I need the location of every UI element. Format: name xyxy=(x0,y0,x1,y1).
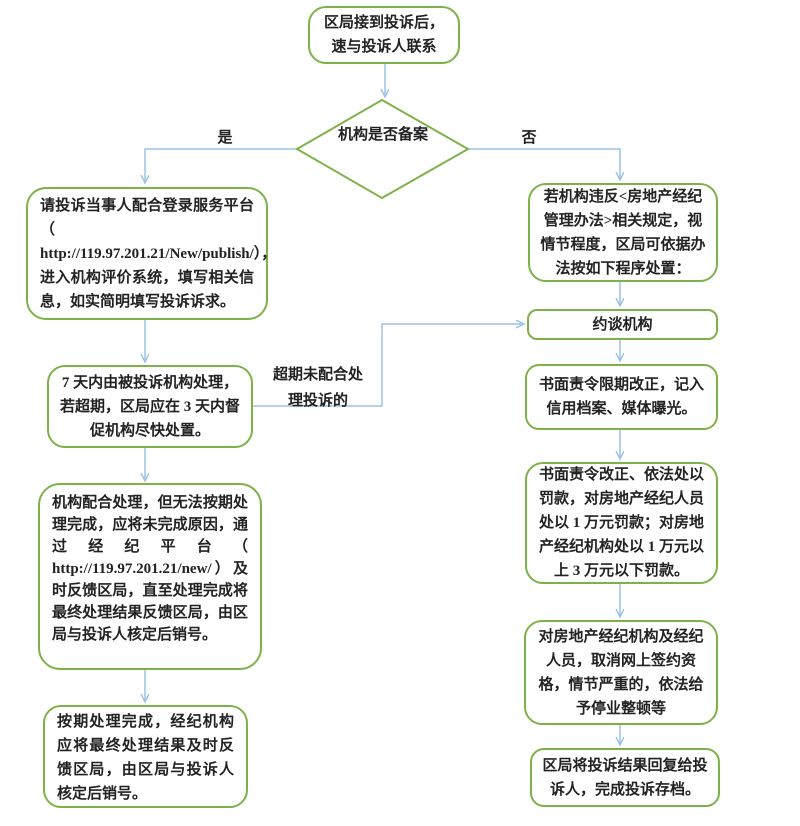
edge-decision-yes xyxy=(145,148,297,182)
node-interview: 约谈机构 xyxy=(527,309,718,340)
edge-label-overdue: 超期未配合处理投诉的 xyxy=(272,367,363,409)
node-violation-text: 若机构违反<房地产经纪管理办法>相关规定，视情节程度，区局可依据办法按如下程序处… xyxy=(540,188,706,277)
node-decision: 机构是否备案 xyxy=(337,127,428,143)
edge-label-yes: 是 xyxy=(217,130,233,146)
edge-decision-no xyxy=(468,148,620,179)
node-fine: 书面责令改正、依法处以罚款，对房地产经纪人员处以 1 万元罚款；对房地产经纪机构… xyxy=(525,462,718,584)
node-seven-days-text: 7 天内由被投诉机构处理，若超期，区局应在 3 天内督促机构尽快处置。 xyxy=(59,374,240,439)
decision-diamond-shape xyxy=(294,98,471,200)
node-violation: 若机构违反<房地产经纪管理办法>相关规定，视情节程度，区局可依据办法按如下程序处… xyxy=(528,183,718,282)
node-start-text: 区局接到投诉后，速与投诉人联系 xyxy=(323,15,444,55)
node-login-platform: 请投诉当事人配合登录服务平台（ http://119.97.201.21/New… xyxy=(26,187,276,320)
node-on-time-done: 按期处理完成，经纪机构应将最终处理结果及时反馈区局，由区局与投诉人核定后销号。 xyxy=(43,705,248,808)
node-archive-text: 区局将投诉结果回复给投诉人，完成投诉存档。 xyxy=(542,757,708,798)
node-cancel-qualification: 对房地产经纪机构及经纪人员，取消网上签约资格，情节严重的，依法给予停业整顿等 xyxy=(524,620,718,725)
node-cancel-qualification-text: 对房地产经纪机构及经纪人员，取消网上签约资格，情节严重的，依法给予停业整顿等 xyxy=(538,628,704,717)
node-written-order: 书面责令限期改正，记入信用档案、媒体曝光。 xyxy=(525,364,718,430)
edge-label-no: 否 xyxy=(521,130,537,146)
edge-overdue-to-interview xyxy=(253,324,523,407)
node-cooperate-delay: 机构配合处理，但无法按期处理完成，应将未完成原因，通过经纪平台（ http://… xyxy=(38,483,262,670)
node-seven-days: 7 天内由被投诉机构处理，若超期，区局应在 3 天内督促机构尽快处置。 xyxy=(47,365,253,448)
node-archive: 区局将投诉结果回复给投诉人，完成投诉存档。 xyxy=(530,748,720,807)
node-written-order-text: 书面责令限期改正，记入信用档案、媒体曝光。 xyxy=(538,377,704,417)
node-fine-text: 书面责令改正、依法处以罚款，对房地产经纪人员处以 1 万元罚款；对房地产经纪机构… xyxy=(538,467,704,579)
node-start: 区局接到投诉后，速与投诉人联系 xyxy=(308,6,460,64)
node-interview-text: 约谈机构 xyxy=(592,316,653,333)
